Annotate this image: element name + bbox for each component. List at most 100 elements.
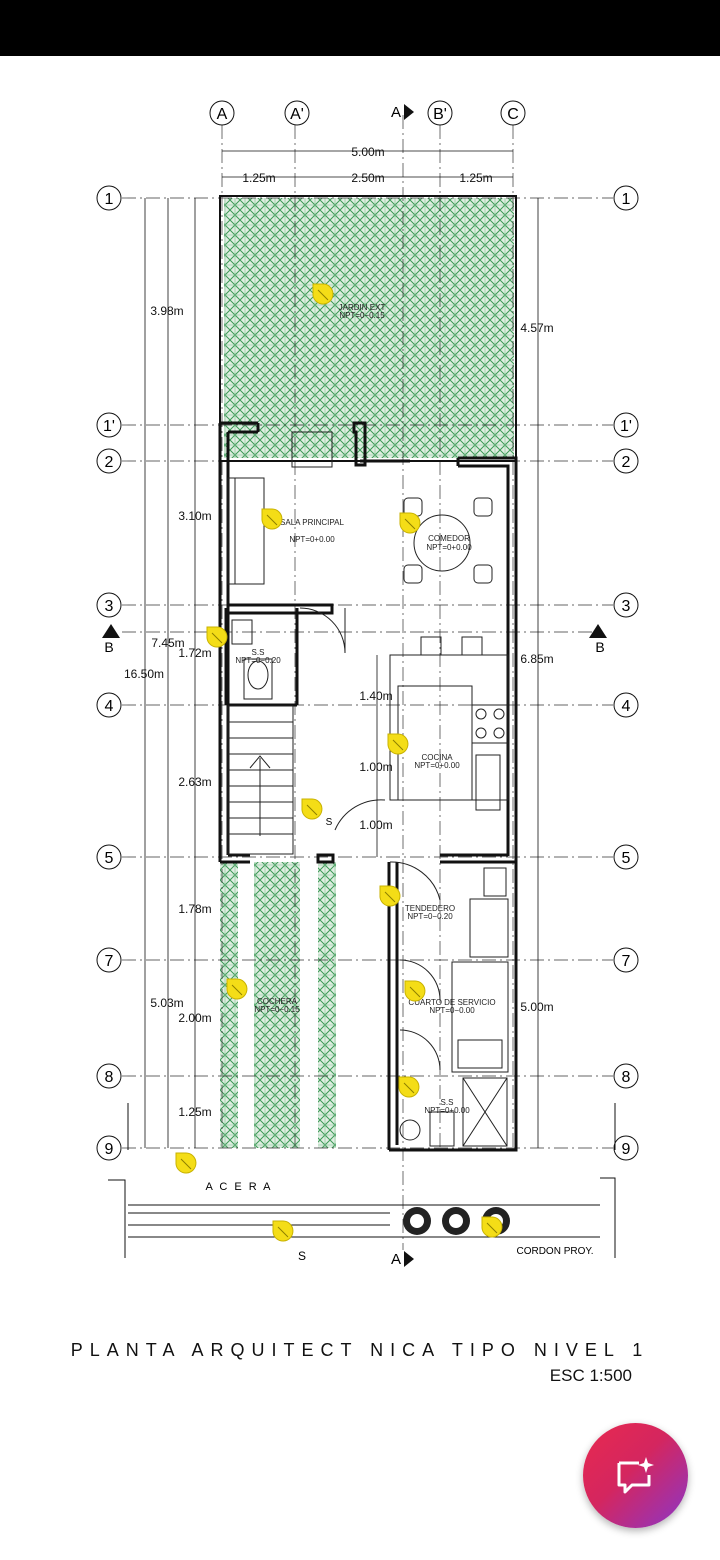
grid-bubble-row-3-right: 2 — [613, 448, 639, 474]
svg-text:2.00m: 2.00m — [178, 1011, 211, 1025]
annotation-pin[interactable] — [175, 1152, 197, 1174]
svg-text:1: 1 — [622, 191, 631, 208]
slope-mark: S — [326, 817, 333, 828]
svg-text:JARDIN EXT: JARDIN EXT — [339, 303, 386, 312]
annotation-pin[interactable] — [301, 798, 323, 820]
svg-text:S.S: S.S — [252, 648, 265, 657]
grid-bubble-col-1: A — [209, 100, 235, 126]
svg-text:5: 5 — [105, 850, 114, 867]
section-mark-bottom: A — [391, 1251, 414, 1268]
svg-text:NPT=0−0.20: NPT=0−0.20 — [407, 912, 453, 921]
annotation-pin[interactable] — [379, 885, 401, 907]
svg-text:5.00m: 5.00m — [351, 145, 384, 159]
svg-text:TENDEDERO: TENDEDERO — [405, 904, 455, 913]
garden-area — [318, 862, 336, 1148]
slope-mark: S — [298, 1249, 306, 1263]
grid-bubble-row-5-left: 4 — [96, 692, 122, 718]
svg-text:1.72m: 1.72m — [178, 646, 211, 660]
section-mark-top: A — [391, 104, 414, 121]
plan-title: PLANTA ARQUITECT NICA TIPO NIVEL 1 — [70, 1340, 650, 1360]
svg-text:4: 4 — [622, 698, 631, 715]
ai-chat-sparkle-icon — [617, 1457, 654, 1494]
annotation-pin[interactable] — [312, 283, 334, 305]
annotation-pin[interactable] — [272, 1220, 294, 1242]
grid-bubble-col-3: B' — [427, 100, 453, 126]
svg-text:4.57m: 4.57m — [520, 321, 553, 335]
svg-text:B: B — [595, 639, 604, 655]
svg-text:NPT=0+0.00: NPT=0+0.00 — [426, 543, 472, 552]
svg-text:NPT=0−0.15: NPT=0−0.15 — [339, 311, 385, 320]
grid-bubble-row-5-right: 4 — [613, 692, 639, 718]
svg-text:1.25m: 1.25m — [242, 171, 275, 185]
svg-text:9: 9 — [105, 1141, 114, 1158]
svg-text:1': 1' — [103, 418, 115, 435]
svg-text:COCHERA: COCHERA — [257, 997, 298, 1006]
svg-text:A: A — [391, 104, 401, 121]
service-area — [334, 799, 509, 1147]
svg-text:NPT=0+0.00: NPT=0+0.00 — [424, 1106, 470, 1115]
svg-text:3: 3 — [622, 598, 631, 615]
grid-bubble-row-7-right: 7 — [613, 947, 639, 973]
grid-bubble-row-2-left: 1' — [96, 412, 122, 438]
svg-text:1': 1' — [620, 418, 632, 435]
garden-area — [254, 862, 300, 1148]
svg-text:NPT=0−0.20: NPT=0−0.20 — [235, 656, 281, 665]
annotation-pin[interactable] — [261, 508, 283, 530]
svg-text:3.10m: 3.10m — [178, 509, 211, 523]
ai-assistant-button[interactable] — [583, 1423, 688, 1528]
svg-text:COMEDOR: COMEDOR — [428, 534, 470, 543]
grid-bubble-row-3-left: 2 — [96, 448, 122, 474]
grid-bubble-row-7-left: 7 — [96, 947, 122, 973]
annotation-pin[interactable] — [387, 733, 409, 755]
svg-text:B': B' — [433, 106, 447, 123]
svg-text:SALA PRINCIPAL: SALA PRINCIPAL — [280, 518, 344, 527]
svg-text:3.98m: 3.98m — [150, 304, 183, 318]
annotation-pin[interactable] — [206, 626, 228, 648]
svg-text:2.63m: 2.63m — [178, 775, 211, 789]
annotation-pin[interactable] — [399, 512, 421, 534]
section-mark-right: B — [589, 624, 607, 655]
svg-text:1.25m: 1.25m — [459, 171, 492, 185]
svg-text:A: A — [217, 106, 228, 123]
svg-text:5.00m: 5.00m — [520, 1000, 553, 1014]
annotation-pin[interactable] — [398, 1076, 420, 1098]
grid-bubble-row-8-left: 8 — [96, 1063, 122, 1089]
grid-bubble-row-8-right: 8 — [613, 1063, 639, 1089]
grid-bubble-row-9-left: 9 — [96, 1135, 122, 1161]
svg-text:9: 9 — [622, 1141, 631, 1158]
svg-text:2.50m: 2.50m — [351, 171, 384, 185]
svg-text:NPT=0−0.00: NPT=0−0.00 — [429, 1006, 475, 1015]
svg-text:8: 8 — [105, 1069, 114, 1086]
annotation-pin[interactable] — [481, 1216, 503, 1238]
svg-text:NPT=0−0.15: NPT=0−0.15 — [254, 1005, 300, 1014]
grid-bubble-col-2: A' — [284, 100, 310, 126]
svg-text:1.25m: 1.25m — [178, 1105, 211, 1119]
annotation-pin[interactable] — [226, 978, 248, 1000]
svg-text:A: A — [391, 1251, 401, 1268]
svg-text:C: C — [507, 106, 519, 123]
svg-text:16.50m: 16.50m — [124, 667, 164, 681]
annotation-pin[interactable] — [404, 980, 426, 1002]
svg-text:7: 7 — [622, 953, 631, 970]
svg-text:1.00m: 1.00m — [359, 760, 392, 774]
status-bar — [0, 0, 720, 56]
section-mark-left: B — [102, 624, 120, 655]
svg-text:6.85m: 6.85m — [520, 652, 553, 666]
svg-text:4: 4 — [105, 698, 114, 715]
svg-text:1.78m: 1.78m — [178, 902, 211, 916]
svg-text:CUARTO DE SERVICIO: CUARTO DE SERVICIO — [408, 998, 495, 1007]
svg-text:2: 2 — [105, 454, 114, 471]
grid-bubble-row-4-left: 3 — [96, 592, 122, 618]
grid-bubble-row-9-right: 9 — [613, 1135, 639, 1161]
svg-text:2: 2 — [622, 454, 631, 471]
grid-bubble-row-6-left: 5 — [96, 844, 122, 870]
